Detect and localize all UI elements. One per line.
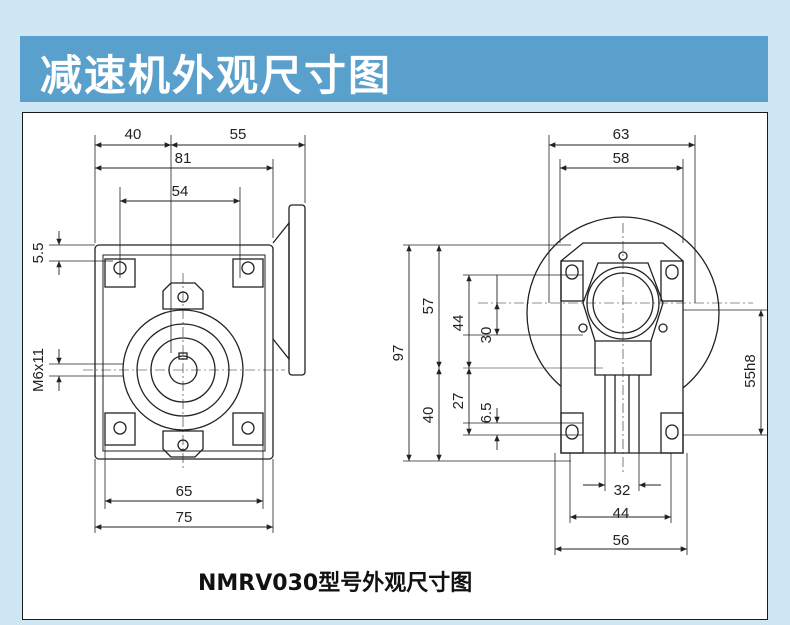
dim-side-bottom-56: 56 <box>613 532 630 549</box>
dim-top-left: 40 <box>125 126 142 143</box>
banner-title: 减速机外观尺寸图 <box>40 51 393 100</box>
dim-left-thread: M6x11 <box>30 348 47 392</box>
dim-bottom-inner: 65 <box>176 483 193 500</box>
side-view <box>403 135 767 555</box>
dim-side-height-27: 27 <box>450 393 467 410</box>
dim-top-right: 55 <box>230 126 247 143</box>
dim-side-height-30: 30 <box>478 327 495 344</box>
drawing-panel: 40 55 81 54 5.5 M6x11 65 75 <box>22 112 768 620</box>
dim-side-height-lower: 40 <box>420 407 437 424</box>
dim-bottom-outer: 75 <box>176 509 193 526</box>
dim-side-height-total: 97 <box>390 345 407 362</box>
dim-side-bottom-44: 44 <box>613 505 630 522</box>
title-banner: 减速机外观尺寸图 <box>20 36 768 102</box>
front-view <box>49 135 306 533</box>
dim-side-top-outer: 63 <box>613 126 630 143</box>
dim-side-height-upper: 57 <box>420 298 437 315</box>
dim-left-top: 5.5 <box>30 243 47 264</box>
dim-overall-width: 81 <box>175 150 192 167</box>
dim-side-bottom-32: 32 <box>614 482 631 499</box>
dim-side-height-44: 44 <box>450 315 467 332</box>
dim-bolt-span: 54 <box>172 183 189 200</box>
dim-side-right-bore: 55h8 <box>742 354 759 387</box>
dim-side-height-65: 6.5 <box>478 403 495 424</box>
drawing-caption: NMRV030型号外观尺寸图 <box>198 571 473 596</box>
dim-side-top-inner: 58 <box>613 150 630 167</box>
technical-drawing: 40 55 81 54 5.5 M6x11 65 75 <box>30 126 767 555</box>
